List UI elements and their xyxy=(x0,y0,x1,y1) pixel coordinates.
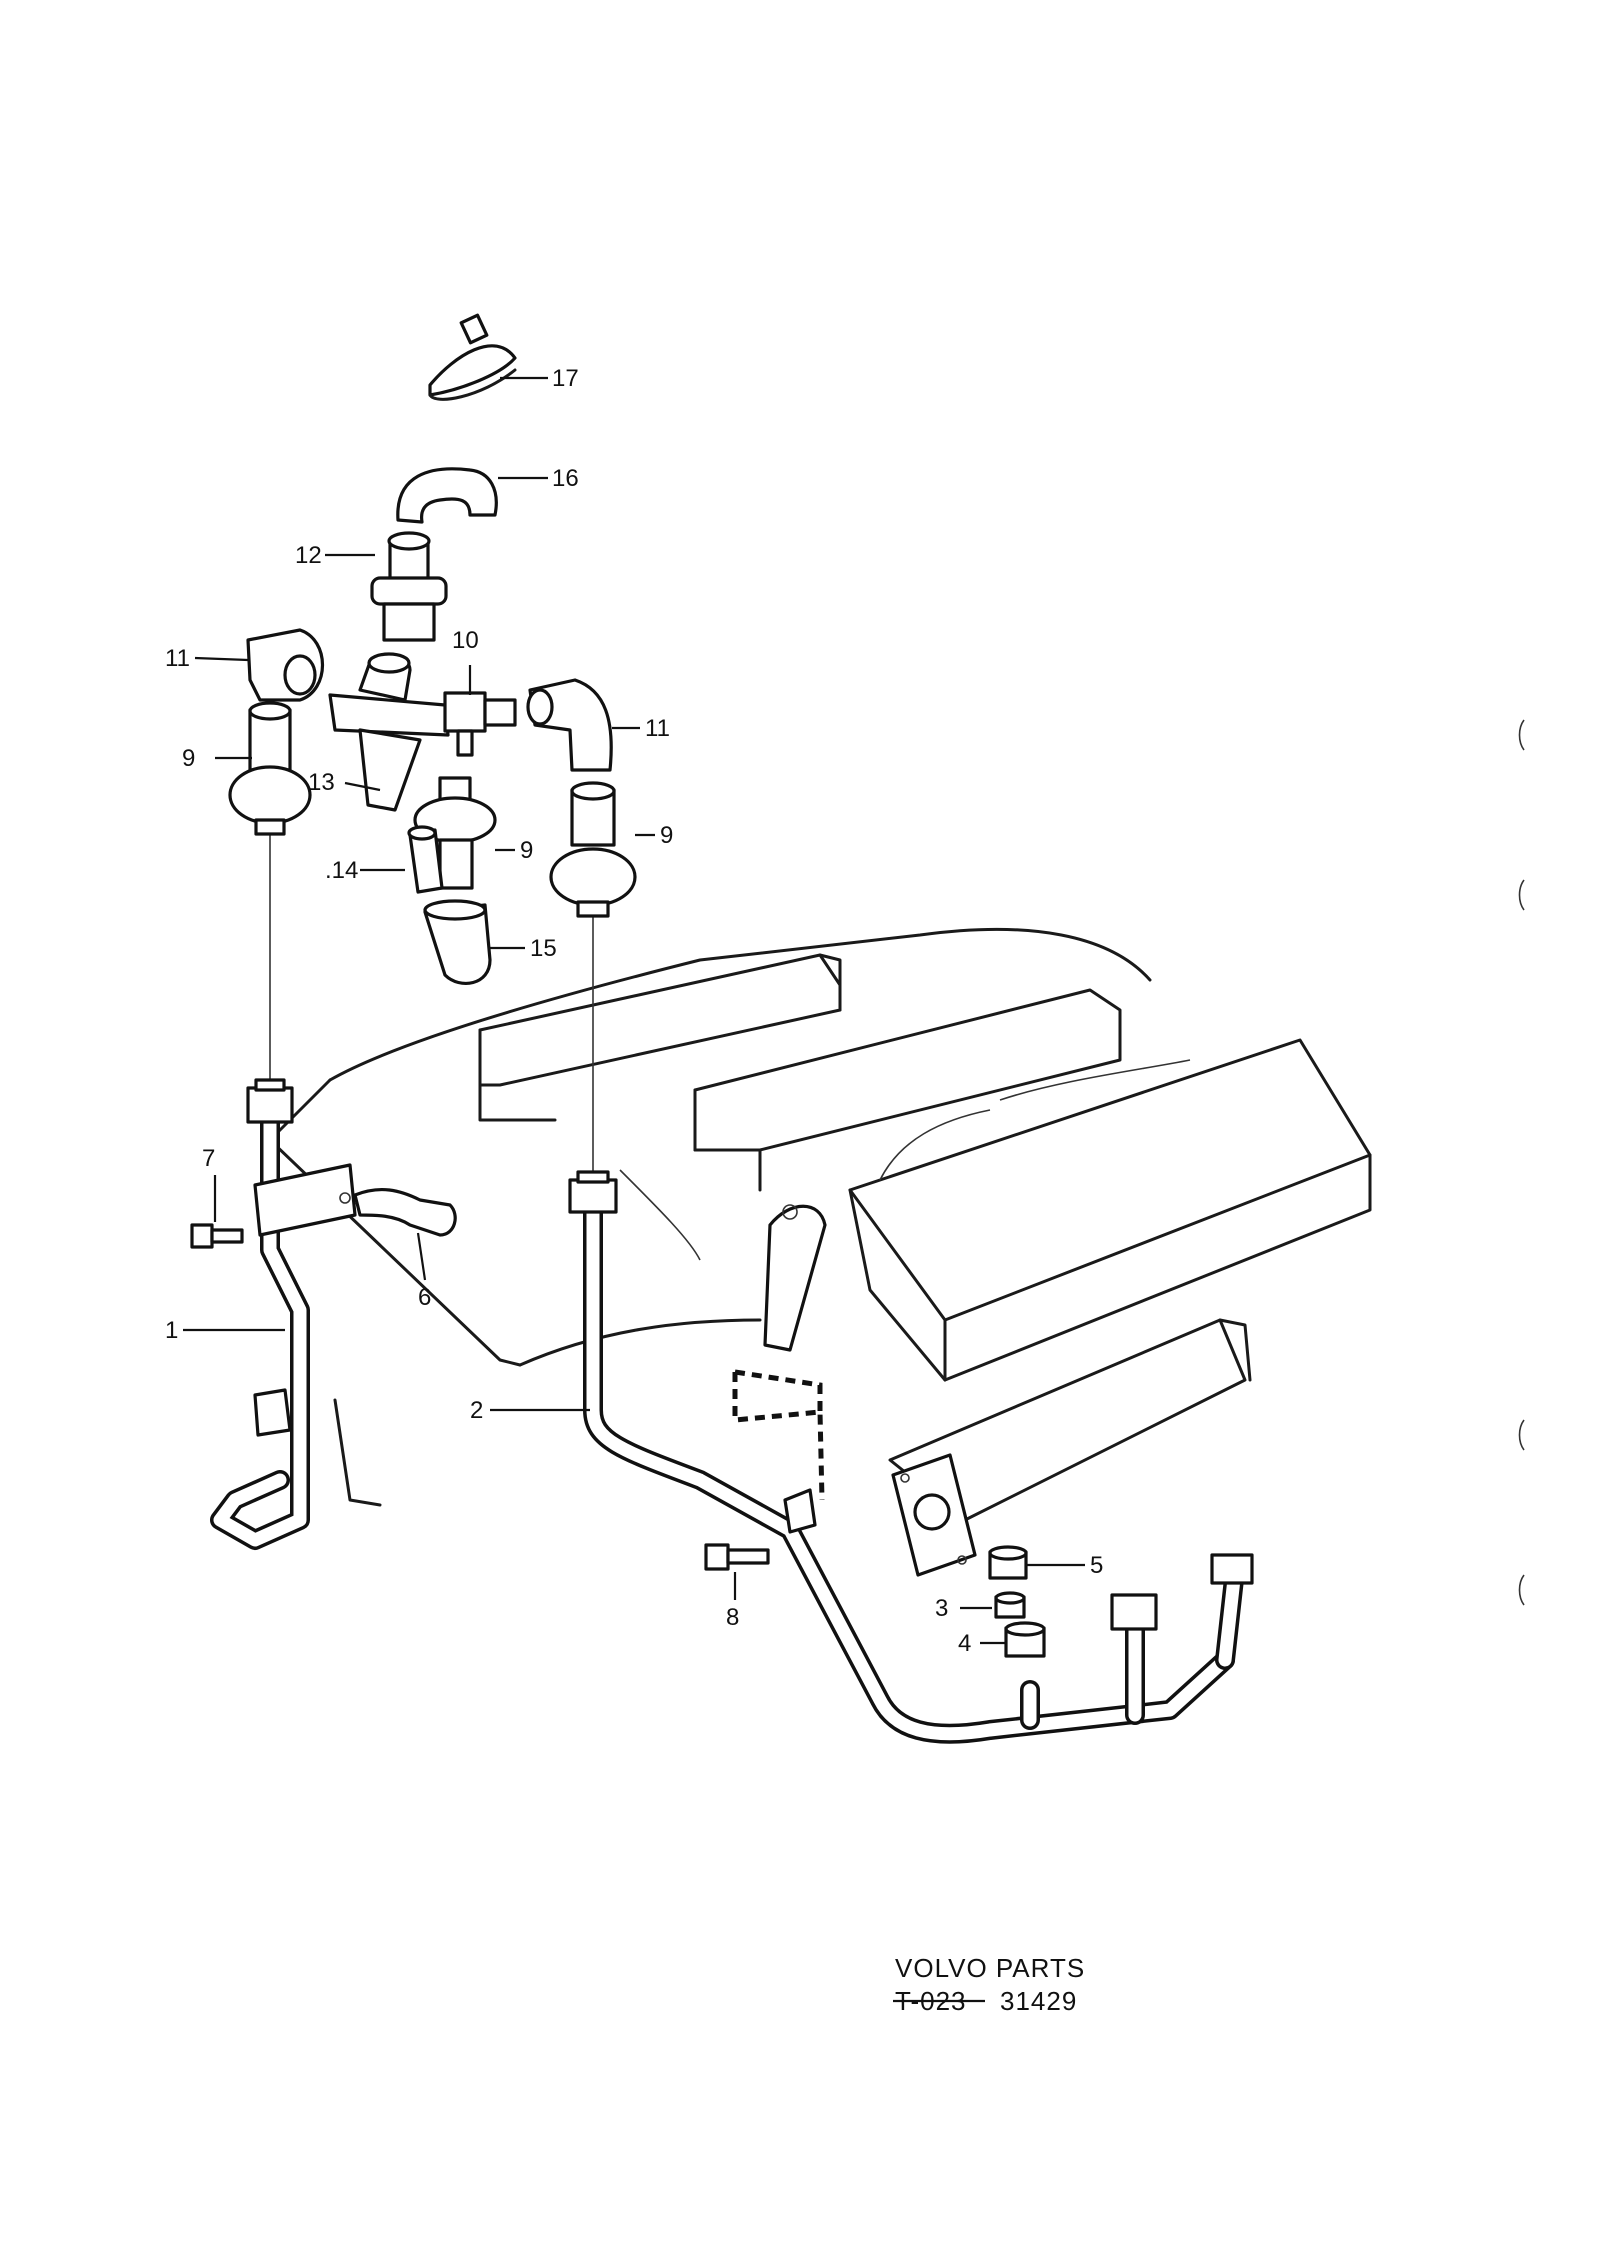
margin-marks xyxy=(1518,719,1525,1606)
callout-labels: 17 16 12 11 10 11 9 13 9 9 .14 15 7 6 1 … xyxy=(165,365,1103,1657)
leader-lines xyxy=(183,376,1085,1645)
elbow-11-left xyxy=(246,628,324,702)
callout-9-right: 9 xyxy=(660,822,673,849)
callout-13: 13 xyxy=(308,769,335,796)
callout-11-left: 11 xyxy=(165,645,190,672)
brand-label: VOLVO PARTS xyxy=(895,1953,1085,1983)
callout-12: 12 xyxy=(295,542,322,569)
callout-7: 7 xyxy=(202,1145,215,1172)
elbow-11-right xyxy=(526,678,613,772)
check-valve-9-left xyxy=(228,701,312,836)
hose-13 xyxy=(328,652,450,812)
callout-15: 15 xyxy=(530,935,557,962)
nut-4 xyxy=(1004,1621,1046,1658)
nut-5 xyxy=(988,1545,1028,1580)
engine-block xyxy=(268,927,1372,1577)
callout-5: 5 xyxy=(1090,1552,1103,1579)
callout-4: 4 xyxy=(958,1630,971,1657)
check-valve-9-right xyxy=(549,781,637,918)
bracket-dashed xyxy=(732,1204,827,1534)
check-valve-9-center xyxy=(413,776,497,890)
footer-label: VOLVO PARTS T-023 31429 xyxy=(893,1953,1085,2016)
callout-16: 16 xyxy=(552,465,579,492)
callout-9-center: 9 xyxy=(520,837,533,864)
callout-6: 6 xyxy=(418,1284,431,1311)
callout-17: 17 xyxy=(552,365,579,392)
hose-clamp-17 xyxy=(428,313,517,401)
callout-3: 3 xyxy=(935,1595,948,1622)
t-connector-10 xyxy=(443,691,517,757)
callout-8: 8 xyxy=(726,1604,739,1631)
callout-9-left: 9 xyxy=(182,745,195,772)
cap-15 xyxy=(423,899,492,985)
callout-14: .14 xyxy=(325,857,358,884)
callout-1: 1 xyxy=(165,1317,178,1344)
valve-12 xyxy=(370,531,448,642)
nipple-14 xyxy=(407,825,444,894)
part-code: 31429 xyxy=(1000,1986,1077,2016)
pipe-2 xyxy=(568,1170,1254,1744)
curved-hose-16 xyxy=(396,467,498,524)
bolt-8 xyxy=(704,1543,770,1571)
bolt-7 xyxy=(190,1223,244,1249)
callout-10: 10 xyxy=(452,627,479,654)
callout-11-right: 11 xyxy=(645,715,670,742)
washer-3 xyxy=(994,1591,1026,1619)
bracket-6 xyxy=(253,1163,457,1237)
callout-2: 2 xyxy=(470,1397,483,1424)
pipe-1 xyxy=(210,1078,382,1550)
